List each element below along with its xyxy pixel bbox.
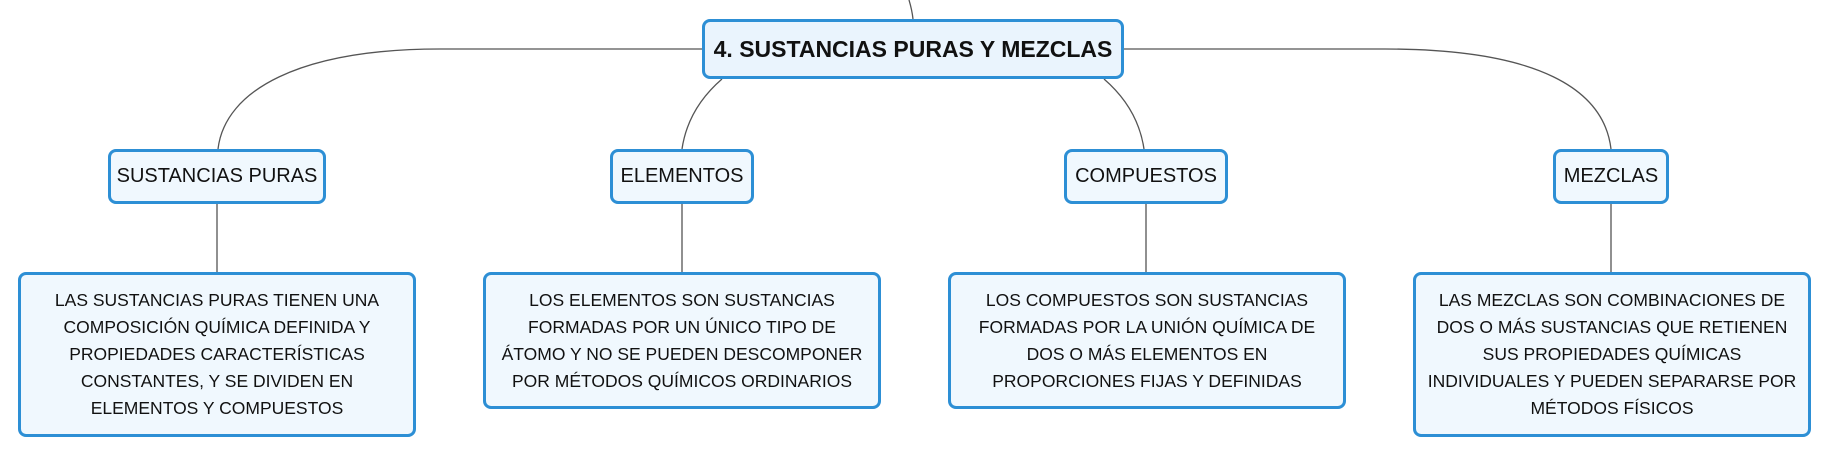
description-node-compuestos[interactable]: LOS COMPUESTOS SON SUSTANCIAS FORMADAS P… — [948, 272, 1346, 409]
description-node-elementos[interactable]: LOS ELEMENTOS SON SUSTANCIAS FORMADAS PO… — [483, 272, 881, 409]
root-topic-label: 4. SUSTANCIAS PURAS Y MEZCLAS — [713, 35, 1113, 62]
topic-label: MEZCLAS — [1563, 165, 1659, 187]
root-topic-node[interactable]: 4. SUSTANCIAS PURAS Y MEZCLAS — [702, 19, 1124, 79]
connector-root-to-sustancias-puras — [217, 48, 702, 150]
description-text: LOS COMPUESTOS SON SUSTANCIAS FORMADAS P… — [978, 289, 1316, 391]
topic-node-elementos[interactable]: ELEMENTOS — [610, 149, 754, 204]
description-text: LOS ELEMENTOS SON SUSTANCIAS FORMADAS PO… — [501, 289, 863, 391]
description-text: LAS SUSTANCIAS PURAS TIENEN UNA COMPOSIC… — [54, 290, 380, 418]
connector-root-to-mezclas — [1124, 48, 1612, 150]
description-node-sustancias-puras[interactable]: LAS SUSTANCIAS PURAS TIENEN UNA COMPOSIC… — [18, 272, 416, 437]
topic-node-mezclas[interactable]: MEZCLAS — [1553, 149, 1669, 204]
connector-root-to-compuestos — [1103, 78, 1145, 150]
topic-node-sustancias-puras[interactable]: SUSTANCIAS PURAS — [108, 149, 326, 204]
topic-label: SUSTANCIAS PURAS — [116, 165, 318, 187]
topic-label: COMPUESTOS — [1075, 165, 1217, 187]
connector-root-to-elementos — [681, 78, 723, 150]
description-text: LAS MEZCLAS SON COMBINACIONES DE DOS O M… — [1427, 290, 1797, 418]
description-node-mezclas[interactable]: LAS MEZCLAS SON COMBINACIONES DE DOS O M… — [1413, 272, 1811, 437]
connector-parent-to-root — [908, 0, 914, 20]
topic-node-compuestos[interactable]: COMPUESTOS — [1064, 149, 1228, 204]
topic-label: ELEMENTOS — [620, 165, 744, 187]
